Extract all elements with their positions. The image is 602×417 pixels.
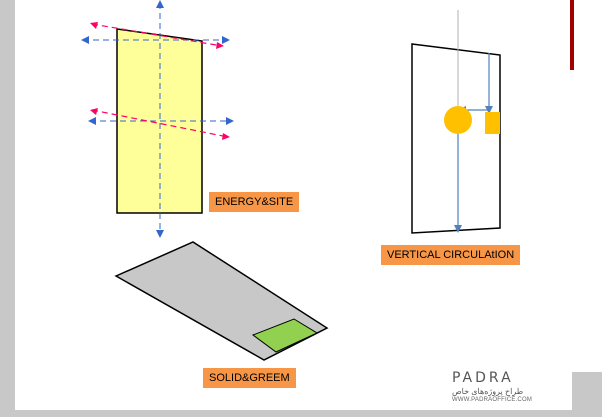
- bottom-frame-band: [0, 410, 602, 417]
- pink-arrow-right-icon: [222, 133, 230, 140]
- vertical-circulation-label: VERTICAL CIRCULAtION: [381, 245, 521, 265]
- arrow-right-icon: [226, 117, 234, 125]
- elevator-core-square: [485, 112, 500, 134]
- accent-bar: [570, 0, 574, 70]
- pink-arrow-right-icon: [216, 42, 224, 49]
- padra-logo: PADRA طراح پروژه‌های خاص WWW.PADRAOFFICE…: [452, 370, 570, 408]
- vertical-circulation-diagram: [411, 10, 501, 234]
- logo-persian-text: طراح پروژه‌های خاص: [452, 387, 524, 396]
- stair-core-circle: [444, 106, 472, 134]
- pink-arrow-left-icon: [90, 22, 98, 29]
- solid-green-label: SOLID&GREEM: [203, 368, 296, 388]
- arrow-down-icon: [156, 230, 164, 238]
- left-frame-band: [0, 0, 15, 417]
- energy-site-diagram: [81, 0, 234, 238]
- top-tilted-line: [91, 23, 223, 47]
- solid-green-diagram: [114, 241, 329, 361]
- arrow-left-icon: [88, 117, 96, 125]
- arrow-left-icon: [81, 36, 89, 44]
- energy-site-shape: [116, 28, 203, 214]
- middle-tilted-line: [91, 109, 229, 138]
- energy-site-label: ENERGY&SITE: [209, 192, 300, 212]
- arrow-up-icon: [156, 0, 164, 8]
- corner-frame-block: [572, 372, 602, 417]
- arrow-right-icon: [222, 36, 230, 44]
- circulation-shape: [411, 43, 501, 234]
- green-area-shape: [251, 318, 319, 353]
- padra-logo-icon: PADRA: [452, 370, 514, 386]
- pink-arrow-left-icon: [90, 108, 98, 115]
- logo-url: WWW.PADRAOFFICE.COM: [452, 397, 533, 403]
- arrow-down-icon: [454, 225, 462, 233]
